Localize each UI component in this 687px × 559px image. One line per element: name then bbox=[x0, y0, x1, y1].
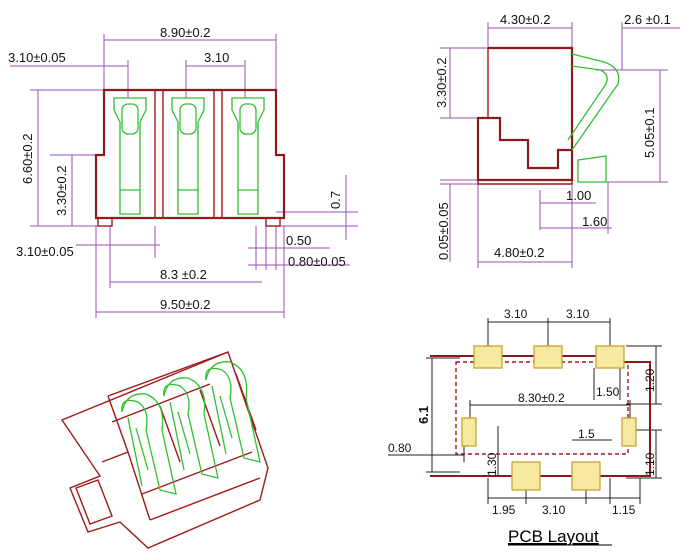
pcb-bottom-left: 1.95 bbox=[492, 503, 516, 517]
front-pin-width: 0.50 bbox=[286, 233, 311, 248]
pcb-pad-top-height: 1.20 bbox=[643, 368, 657, 392]
front-pitch: 3.10 bbox=[204, 50, 229, 65]
front-height: 6.60±0.2 bbox=[20, 133, 35, 184]
side-lead-reach: 1.60 bbox=[582, 214, 607, 229]
pcb-side-offset: 0.80 bbox=[388, 441, 412, 455]
pcb-layout: 3.10 3.10 6.1 1.20 1.50 8.30±0.2 0.80 1.… bbox=[388, 307, 662, 546]
pcb-bottom-pitch: 3.10 bbox=[542, 503, 566, 517]
pcb-pad-side-left bbox=[461, 417, 477, 447]
side-upper-height: 3.30±0.2 bbox=[434, 57, 449, 108]
pcb-row-height: 6.1 bbox=[416, 406, 431, 424]
pcb-pad-width: 1.50 bbox=[596, 385, 620, 399]
front-width-bottom: 9.50±0.2 bbox=[160, 297, 211, 312]
isometric-view bbox=[60, 351, 269, 549]
pcb-pitch-top-right: 3.10 bbox=[566, 307, 590, 321]
pcb-bottom-right: 1.15 bbox=[612, 503, 636, 517]
front-foot-left bbox=[97, 217, 113, 227]
pcb-pad-top-right bbox=[595, 345, 625, 369]
side-body-lower bbox=[477, 48, 573, 185]
pcb-pad-top-left bbox=[473, 345, 503, 369]
side-lead bbox=[567, 53, 620, 183]
front-pin-span: 0.80±0.05 bbox=[288, 254, 346, 269]
pcb-pad-bottom-right bbox=[571, 461, 601, 491]
pcb-pitch-top-left: 3.10 bbox=[504, 307, 528, 321]
pcb-pad-bottom-left bbox=[511, 461, 541, 491]
side-view: 4.30±0.2 2.6 ±0.1 3.30±0.2 5.05±0.1 0.05… bbox=[434, 12, 680, 268]
front-width-overall: 8.90±0.2 bbox=[160, 25, 211, 40]
front-foot-height: 0.7 bbox=[328, 191, 343, 209]
front-pin-center-span: 8.3 ±0.2 bbox=[160, 267, 207, 282]
front-view-dimension-lines bbox=[10, 34, 358, 318]
front-view: 8.90±0.2 3.10±0.05 3.10 6.60±0.2 3.30±0.… bbox=[8, 25, 358, 318]
side-lead-offset: 2.6 ±0.1 bbox=[624, 12, 671, 27]
iso-contacts bbox=[121, 361, 261, 495]
side-view-dimension-lines bbox=[440, 22, 680, 268]
side-housing bbox=[476, 46, 574, 182]
pcb-pad-top-middle bbox=[533, 345, 563, 369]
pcb-pad-small-height: 1.30 bbox=[485, 452, 499, 476]
side-total-height: 5.05±0.1 bbox=[642, 107, 657, 158]
side-top-width: 4.30±0.2 bbox=[500, 12, 551, 27]
side-standoff: 0.05±0.05 bbox=[436, 202, 451, 260]
pcb-pad-offset: 1.5 bbox=[578, 427, 595, 441]
pcb-bottom-pad-height: 1.10 bbox=[643, 452, 657, 476]
side-lead-length: 1.00 bbox=[566, 188, 591, 203]
pcb-pad-side-right bbox=[621, 417, 637, 447]
pcb-board-outline bbox=[430, 355, 651, 477]
side-base-width: 4.80±0.2 bbox=[494, 245, 545, 260]
front-contacts bbox=[113, 97, 265, 215]
pcb-center-span: 8.30±0.2 bbox=[518, 391, 565, 405]
front-pitch-left: 3.10±0.05 bbox=[8, 50, 66, 65]
iso-housing-outline bbox=[60, 351, 269, 549]
front-pitch-bottom: 3.10±0.05 bbox=[16, 244, 74, 259]
front-height-lower: 3.30±0.2 bbox=[54, 165, 69, 216]
pcb-layout-title: PCB Layout bbox=[508, 527, 599, 546]
front-foot-right bbox=[265, 217, 281, 227]
